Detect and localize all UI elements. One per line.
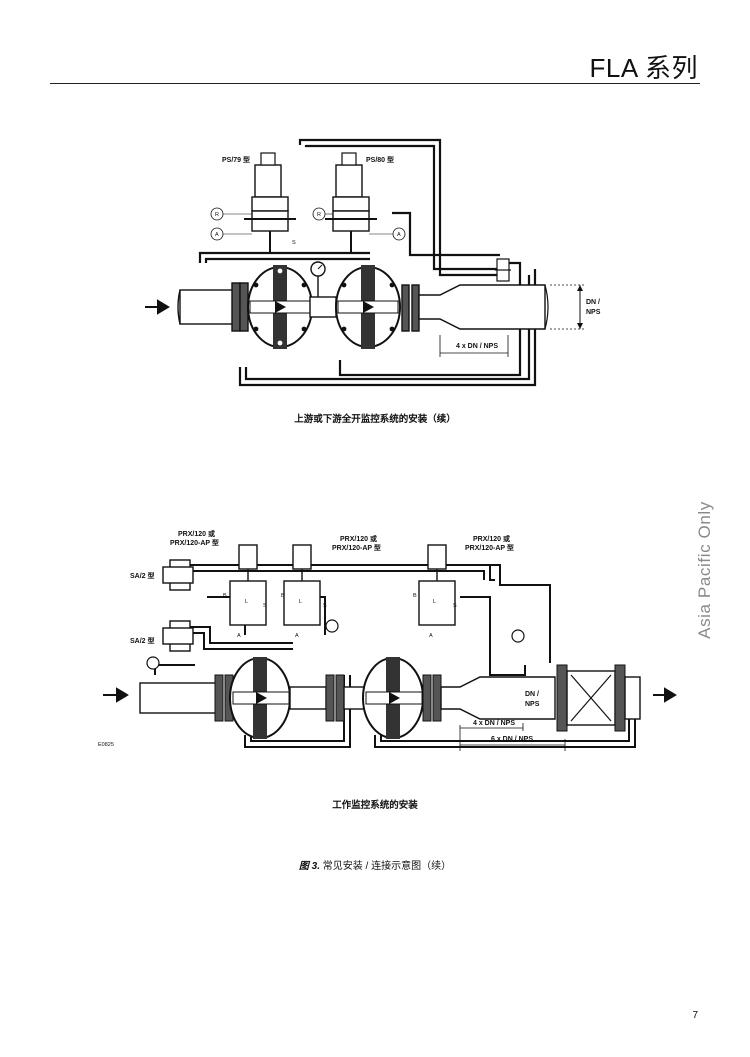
dn-label-2: DN / bbox=[525, 691, 539, 698]
port-b-1: B bbox=[223, 593, 227, 599]
pilot-prx-left bbox=[229, 544, 267, 626]
valve-2 bbox=[335, 265, 401, 349]
diagram-2-svg: PRX/120 或 PRX/120-AP 型 PRX/120 或 PRX/120… bbox=[98, 529, 677, 751]
port-a-3: A bbox=[429, 633, 433, 639]
flow-arrow-out-2 bbox=[653, 687, 677, 703]
diagram-working-monitor: PRX/120 或 PRX/120-AP 型 PRX/120 或 PRX/120… bbox=[95, 525, 685, 760]
nps-label-1: NPS bbox=[586, 309, 601, 316]
header-rule bbox=[50, 83, 700, 84]
nps-label-2: NPS bbox=[525, 701, 540, 708]
port-l-3: L bbox=[433, 599, 436, 605]
prx-label-right-1: PRX/120 或 bbox=[473, 534, 510, 543]
prx-label-right-2: PRX/120-AP 型 bbox=[465, 543, 514, 552]
diagram-upstream-downstream: DN / NPS 4 x DN / NPS PS/79 型 PS/80 型 bbox=[140, 135, 620, 395]
port-s-1: S bbox=[263, 603, 267, 609]
port-a-2: A bbox=[295, 633, 299, 639]
port-a-1: A bbox=[237, 633, 241, 639]
valve-2-2 bbox=[362, 657, 424, 739]
figure-caption-text: 常见安装 / 连接示意图（续） bbox=[320, 861, 452, 872]
pressure-gauge-1 bbox=[310, 261, 326, 297]
sa2-label-bottom: SA/2 型 bbox=[130, 636, 155, 645]
callout-a-right: A bbox=[397, 232, 401, 238]
pilot-prx-mid bbox=[283, 544, 321, 626]
valve-2-1 bbox=[229, 657, 291, 739]
diagram-1-svg: DN / NPS 4 x DN / NPS PS/79 型 PS/80 型 bbox=[145, 138, 601, 387]
len4-label: 4 x DN / NPS bbox=[473, 720, 515, 727]
pilot-ps79 bbox=[244, 152, 296, 253]
figure-caption: 图 3. 常见安装 / 连接示意图（续） bbox=[0, 857, 750, 872]
flow-arrow-in-2 bbox=[103, 687, 129, 703]
dn-label-1: DN / bbox=[586, 299, 600, 306]
port-s-3: S bbox=[453, 603, 457, 609]
model-label-ps79: PS/79 型 bbox=[222, 155, 250, 164]
prx-label-mid-2: PRX/120-AP 型 bbox=[332, 543, 381, 552]
figure-code: E0825 bbox=[98, 742, 114, 748]
prx-label-left-1: PRX/120 或 bbox=[178, 529, 215, 538]
region-note: Asia Pacific Only bbox=[695, 501, 714, 639]
diagram-1-caption: 上游或下游全开监控系统的安装（续） bbox=[294, 414, 456, 425]
port-b-3: B bbox=[413, 593, 417, 599]
valve-1 bbox=[247, 265, 313, 349]
port-l-1: L bbox=[245, 599, 248, 605]
len6-label: 6 x DN / NPS bbox=[491, 736, 533, 743]
callout-r-left: R bbox=[215, 212, 219, 218]
pilot-prx-right bbox=[418, 544, 456, 626]
page-number: 7 bbox=[692, 1010, 698, 1021]
figure-number: 图 3. bbox=[298, 861, 320, 872]
length-label-1: 4 x DN / NPS bbox=[456, 343, 498, 350]
callout-a-left: A bbox=[215, 232, 219, 238]
prx-label-mid-1: PRX/120 或 bbox=[340, 534, 377, 543]
sa2-label-top: SA/2 型 bbox=[130, 571, 155, 580]
port-s-2: S bbox=[323, 603, 327, 609]
callout-r-right: R bbox=[317, 212, 321, 218]
page-header-title: FLA 系列 bbox=[589, 53, 698, 83]
flow-arrow-in bbox=[145, 299, 170, 315]
prx-label-left-2: PRX/120-AP 型 bbox=[170, 538, 219, 547]
diagram-2-caption: 工作监控系统的安装 bbox=[332, 800, 418, 811]
model-label-ps80: PS/80 型 bbox=[366, 155, 394, 164]
callout-s: S bbox=[292, 240, 296, 246]
port-l-2: L bbox=[299, 599, 302, 605]
port-b-2: B bbox=[281, 593, 285, 599]
pilot-ps80 bbox=[325, 152, 377, 253]
